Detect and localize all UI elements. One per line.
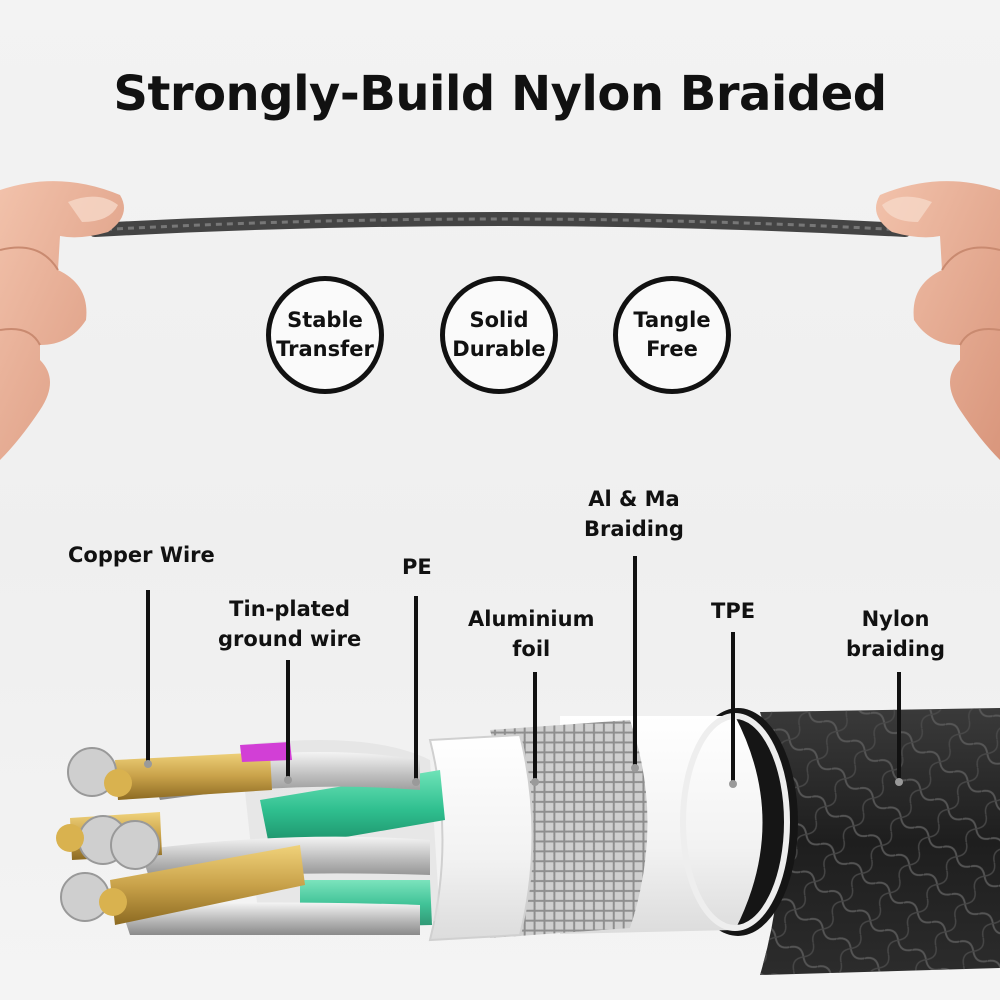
right-hand	[876, 181, 1000, 460]
badge-solid-durable: Solid Durable	[440, 276, 558, 394]
label-line: Nylon	[861, 607, 930, 631]
badge-stable-transfer: Stable Transfer	[266, 276, 384, 394]
label-tin-plated-ground-wire: Tin-plated ground wire	[218, 594, 361, 654]
label-line: TPE	[711, 599, 756, 623]
badge-line: Free	[646, 337, 698, 361]
dot-tin-plated	[284, 776, 292, 784]
dot-tpe	[729, 780, 737, 788]
label-line: Al & Ma	[588, 487, 680, 511]
leader-tpe	[731, 632, 735, 782]
badge-line: Transfer	[276, 337, 374, 361]
label-line: PE	[402, 555, 432, 579]
label-line: foil	[512, 637, 551, 661]
page-title: Strongly-Build Nylon Braided	[113, 66, 887, 122]
dot-aluminium-foil	[531, 778, 539, 786]
left-hand	[0, 181, 124, 460]
dot-copper-wire	[144, 760, 152, 768]
label-copper-wire: Copper Wire	[68, 540, 215, 570]
badge-line: Tangle	[633, 308, 711, 332]
label-line: Copper Wire	[68, 543, 215, 567]
dot-nylon-braiding	[895, 778, 903, 786]
badge-tangle-free: Tangle Free	[613, 276, 731, 394]
label-tpe: TPE	[711, 596, 755, 626]
leader-nylon-braiding	[897, 672, 901, 780]
leader-aluminium-foil	[533, 672, 537, 780]
label-pe: PE	[402, 552, 432, 582]
dot-al-ma-braiding	[631, 764, 639, 772]
label-al-ma-braiding: Al & Ma Braiding	[584, 484, 684, 544]
label-nylon-braiding: Nylon braiding	[846, 604, 945, 664]
label-aluminium-foil: Aluminium foil	[468, 604, 594, 664]
leader-al-ma-braiding	[633, 556, 637, 766]
badge-line: Stable	[287, 308, 363, 332]
badge-line: Solid	[469, 308, 529, 332]
label-line: Braiding	[584, 517, 684, 541]
leader-copper-wire	[146, 590, 150, 762]
label-line: Tin-plated	[229, 597, 351, 621]
dot-pe	[412, 778, 420, 786]
label-line: braiding	[846, 637, 945, 661]
badge-line: Durable	[452, 337, 546, 361]
cable-cross-section	[56, 708, 1000, 975]
leader-pe	[414, 596, 418, 780]
held-cable	[88, 212, 912, 237]
leader-tin-plated	[286, 660, 290, 778]
label-line: Aluminium	[468, 607, 595, 631]
label-line: ground wire	[218, 627, 362, 651]
